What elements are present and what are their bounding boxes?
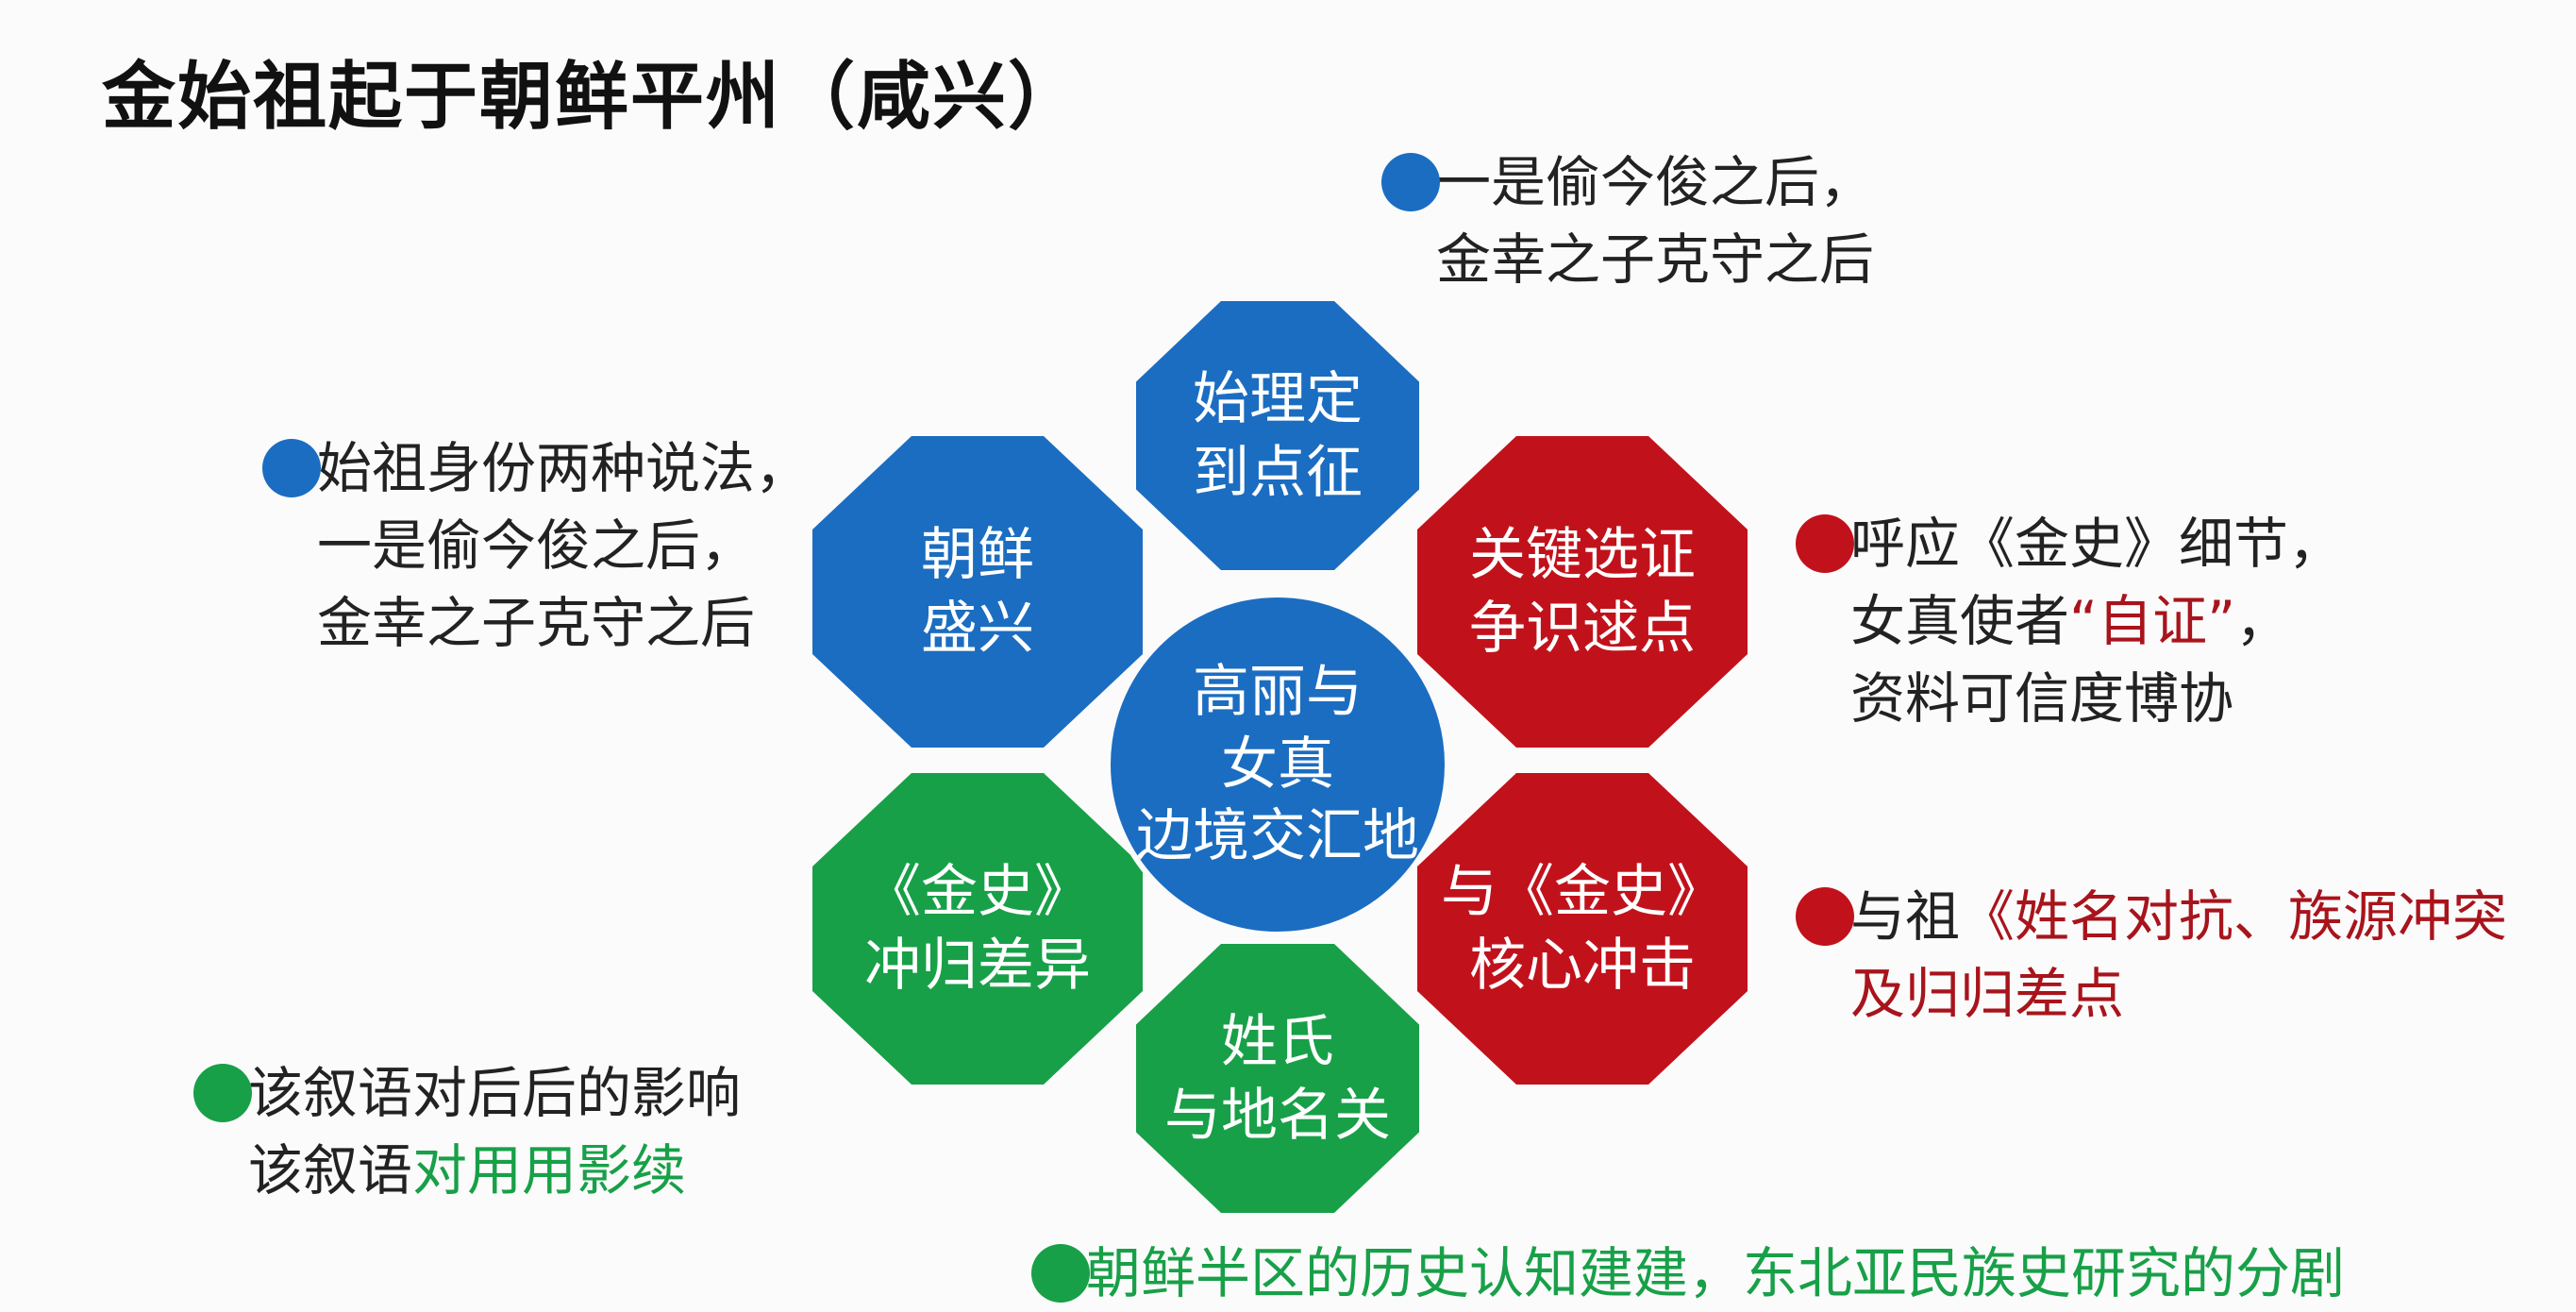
node-text: 与《金史》 bbox=[1441, 859, 1724, 925]
note-line: 该叙语对后后的影响 bbox=[248, 1061, 742, 1125]
note-text: 女真使者 bbox=[1850, 589, 2070, 653]
note-right-upper: 呼应《金史》细节， 女真使者“自证”， 资料可信度博协 bbox=[1796, 505, 2344, 737]
note-line: 资料可信度博协 bbox=[1850, 666, 2234, 731]
note-line: 该叙语对用用影续 bbox=[248, 1132, 741, 1209]
note-text: 与祖 bbox=[1850, 884, 1961, 949]
node-text: 核心冲击 bbox=[1469, 933, 1696, 999]
node-text: 盛兴 bbox=[921, 596, 1034, 662]
node-text: 始理定 bbox=[1193, 365, 1363, 432]
note-line: 一是偷今俊之后， bbox=[317, 513, 756, 578]
note-left-lower: 该叙语对后后的影响 该叙语对用用影续 bbox=[193, 1054, 742, 1209]
center-text: 女真 bbox=[1221, 731, 1334, 798]
node-upper-right: 关键选证争识逑点 bbox=[1417, 436, 1748, 748]
note-highlight: “自证” bbox=[2069, 589, 2236, 653]
note-text: 该叙语 bbox=[248, 1138, 413, 1203]
node-lower-left: 《金史》冲归差异 bbox=[812, 773, 1143, 1085]
note-left: 始祖身份两种说法， 一是偷今俊之后， 金幸之子克守之后 bbox=[262, 429, 811, 662]
note-line: 呼应《金史》细节， bbox=[1850, 512, 2344, 576]
node-text: 与地名关 bbox=[1164, 1082, 1391, 1149]
center-circle: 高丽与 女真 边境交汇地 bbox=[1105, 592, 1450, 937]
bullet-dot-icon bbox=[1796, 514, 1854, 573]
node-text: 朝鲜 bbox=[921, 522, 1034, 588]
note-line: 始祖身份两种说法， bbox=[317, 436, 811, 500]
bullet-dot-icon bbox=[1031, 1244, 1090, 1303]
node-text: 《金史》 bbox=[864, 859, 1091, 925]
note-highlight: 《姓名对抗、族源冲突 bbox=[1960, 884, 2508, 949]
note-line: 与祖《姓名对抗、族源冲突 bbox=[1850, 878, 2507, 955]
note-line: 金幸之子克守之后 bbox=[317, 591, 756, 655]
note-line: 及归归差点 bbox=[1850, 962, 2125, 1026]
node-text: 争识逑点 bbox=[1469, 596, 1696, 662]
node-upper-left: 朝鲜盛兴 bbox=[812, 436, 1143, 748]
bullet-dot-icon bbox=[1381, 153, 1440, 211]
center-text: 边境交汇地 bbox=[1136, 803, 1419, 870]
note-line: 一是偷今俊之后， bbox=[1436, 150, 1875, 214]
note-highlight: 对用用影续 bbox=[412, 1138, 687, 1203]
node-top: 始理定到点征 bbox=[1136, 301, 1419, 570]
note-line: 女真使者“自证”， bbox=[1850, 582, 2343, 660]
bullet-dot-icon bbox=[1796, 887, 1854, 946]
note-right-lower: 与祖《姓名对抗、族源冲突 及归归差点 bbox=[1796, 878, 2507, 1033]
bullet-dot-icon bbox=[193, 1064, 252, 1122]
node-text: 关键选证 bbox=[1469, 522, 1696, 588]
note-text: ， bbox=[2235, 589, 2291, 653]
node-text: 冲归差异 bbox=[864, 933, 1091, 999]
node-lower-right: 与《金史》核心冲击 bbox=[1417, 773, 1748, 1085]
note-top: 一是偷今俊之后， 金幸之子克守之后 bbox=[1381, 143, 1875, 298]
note-line: 金幸之子克守之后 bbox=[1436, 227, 1875, 292]
node-bottom: 姓氏与地名关 bbox=[1136, 944, 1419, 1213]
page-title: 金始祖起于朝鲜平州（咸兴） bbox=[102, 55, 1084, 140]
bullet-dot-icon bbox=[262, 439, 321, 497]
node-text: 到点征 bbox=[1193, 439, 1363, 506]
note-bottom: 朝鲜半区的历史认知建建，东北亚民族史研究的分剧 bbox=[1031, 1235, 2346, 1312]
node-text: 姓氏 bbox=[1221, 1008, 1334, 1075]
note-line: 朝鲜半区的历史认知建建，东北亚民族史研究的分剧 bbox=[1086, 1241, 2346, 1305]
center-text: 高丽与 bbox=[1193, 658, 1363, 725]
